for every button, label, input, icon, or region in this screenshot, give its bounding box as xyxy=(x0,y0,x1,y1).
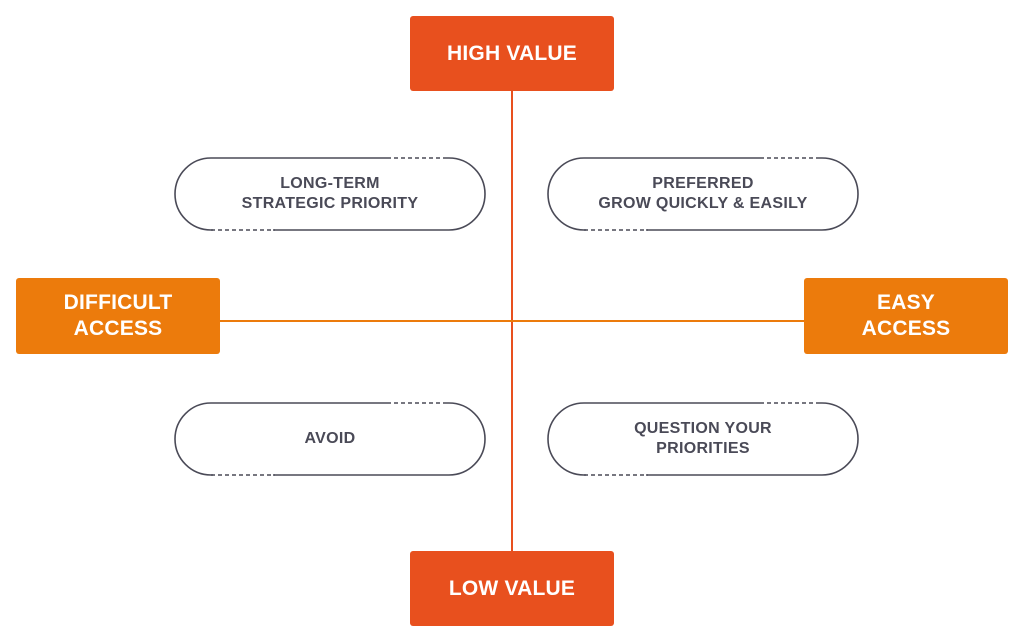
high-value-text: HIGH VALUE xyxy=(447,41,577,65)
quadrant-preferred: PREFERRED GROW QUICKLY & EASILY xyxy=(547,156,859,232)
quadrant-avoid: AVOID xyxy=(174,401,486,477)
pill-outline xyxy=(547,401,859,477)
quadrant-label: QUESTION YOUR PRIORITIES xyxy=(634,420,772,457)
low-value-label: LOW VALUE xyxy=(410,551,614,626)
quadrant-label: AVOID xyxy=(304,430,356,447)
quadrant-label: PREFERRED GROW QUICKLY & EASILY xyxy=(598,175,808,212)
low-value-text: LOW VALUE xyxy=(448,576,576,600)
quadrant-label: LONG-TERM STRATEGIC PRIORITY xyxy=(241,175,419,212)
pill-outline xyxy=(174,401,486,477)
easy-access-text: EASY ACCESS xyxy=(861,291,951,340)
easy-access-label: EASY ACCESS xyxy=(804,278,1008,354)
pill-outline xyxy=(174,156,486,232)
access-axis-line xyxy=(218,320,806,322)
high-value-label: HIGH VALUE xyxy=(410,16,614,91)
quadrant-question-your-priorities: QUESTION YOUR PRIORITIES xyxy=(547,401,859,477)
pill-outline xyxy=(547,156,859,232)
difficult-access-text: DIFFICULT ACCESS xyxy=(63,291,173,340)
quadrant-long-term-strategic-priority: LONG-TERM STRATEGIC PRIORITY xyxy=(174,156,486,232)
difficult-access-label: DIFFICULT ACCESS xyxy=(16,278,220,354)
